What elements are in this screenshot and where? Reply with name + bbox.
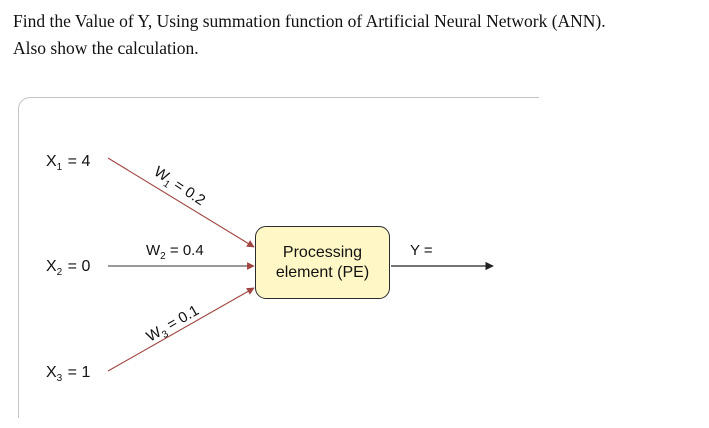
input-label-x2: X2 = 0	[46, 258, 90, 278]
output-label: Y =	[410, 242, 433, 259]
weight-label-w3: W3 = 0.1	[144, 302, 204, 348]
processing-element-line-2: element (PE)	[275, 263, 370, 281]
weight-label-w2: W2 = 0.4	[146, 242, 204, 262]
question-line-1: Find the Value of Y, Using summation fun…	[13, 11, 606, 31]
connection-line-1	[107, 157, 255, 248]
input-label-x1: X1 = 4	[46, 153, 90, 173]
question-text: Find the Value of Y, Using summation fun…	[13, 8, 606, 62]
figure-frame	[18, 97, 539, 418]
processing-element-line-1: Processing	[282, 243, 363, 261]
question-line-2: Also show the calculation.	[13, 38, 199, 58]
weight-label-w1: W1 = 0.2	[149, 163, 208, 212]
processing-element-box: Processing element (PE)	[255, 226, 390, 299]
connection-line-3	[107, 287, 255, 372]
input-label-x3: X3 = 1	[46, 364, 90, 384]
